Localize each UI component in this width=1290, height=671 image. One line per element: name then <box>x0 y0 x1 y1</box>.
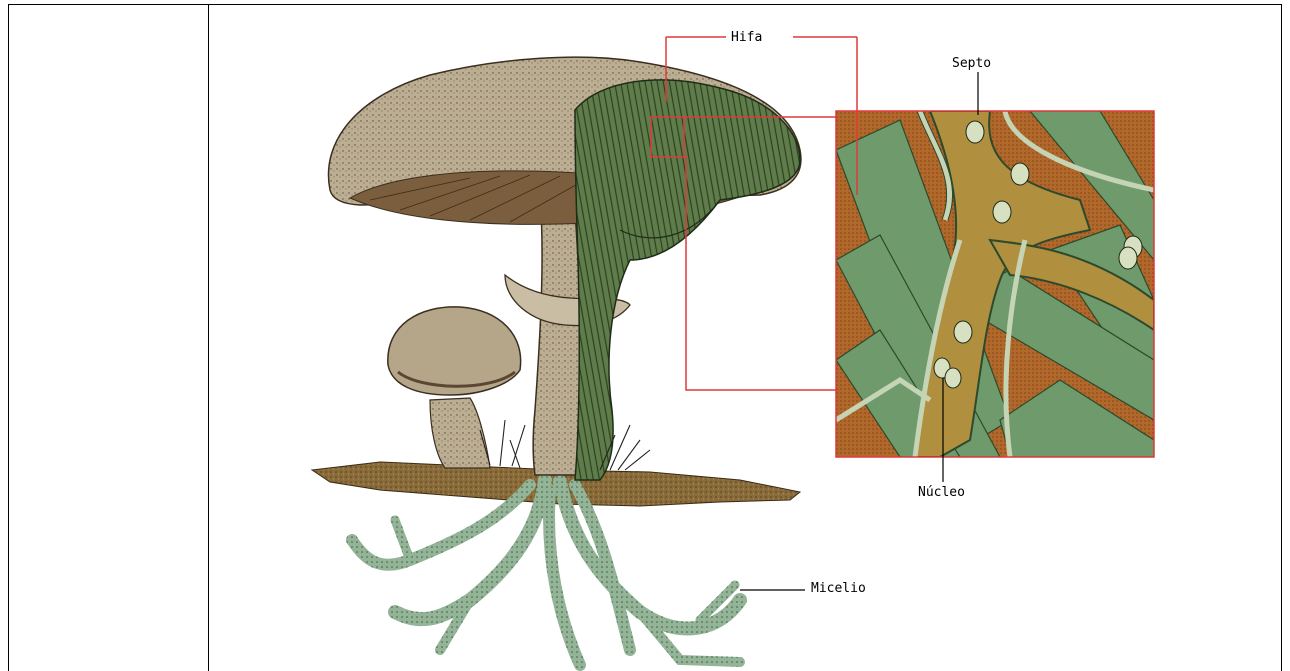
label-nucleo: Núcleo <box>918 486 965 500</box>
label-hifa: Hifa <box>731 31 762 45</box>
mycelium-network <box>352 480 740 665</box>
hyphae-cutaway <box>575 80 800 480</box>
hyphae-inset <box>836 111 1154 457</box>
large-mushroom-stem <box>533 190 581 475</box>
label-septo: Septo <box>952 57 991 71</box>
small-mushroom <box>388 307 521 468</box>
label-micelio: Micelio <box>811 582 866 596</box>
